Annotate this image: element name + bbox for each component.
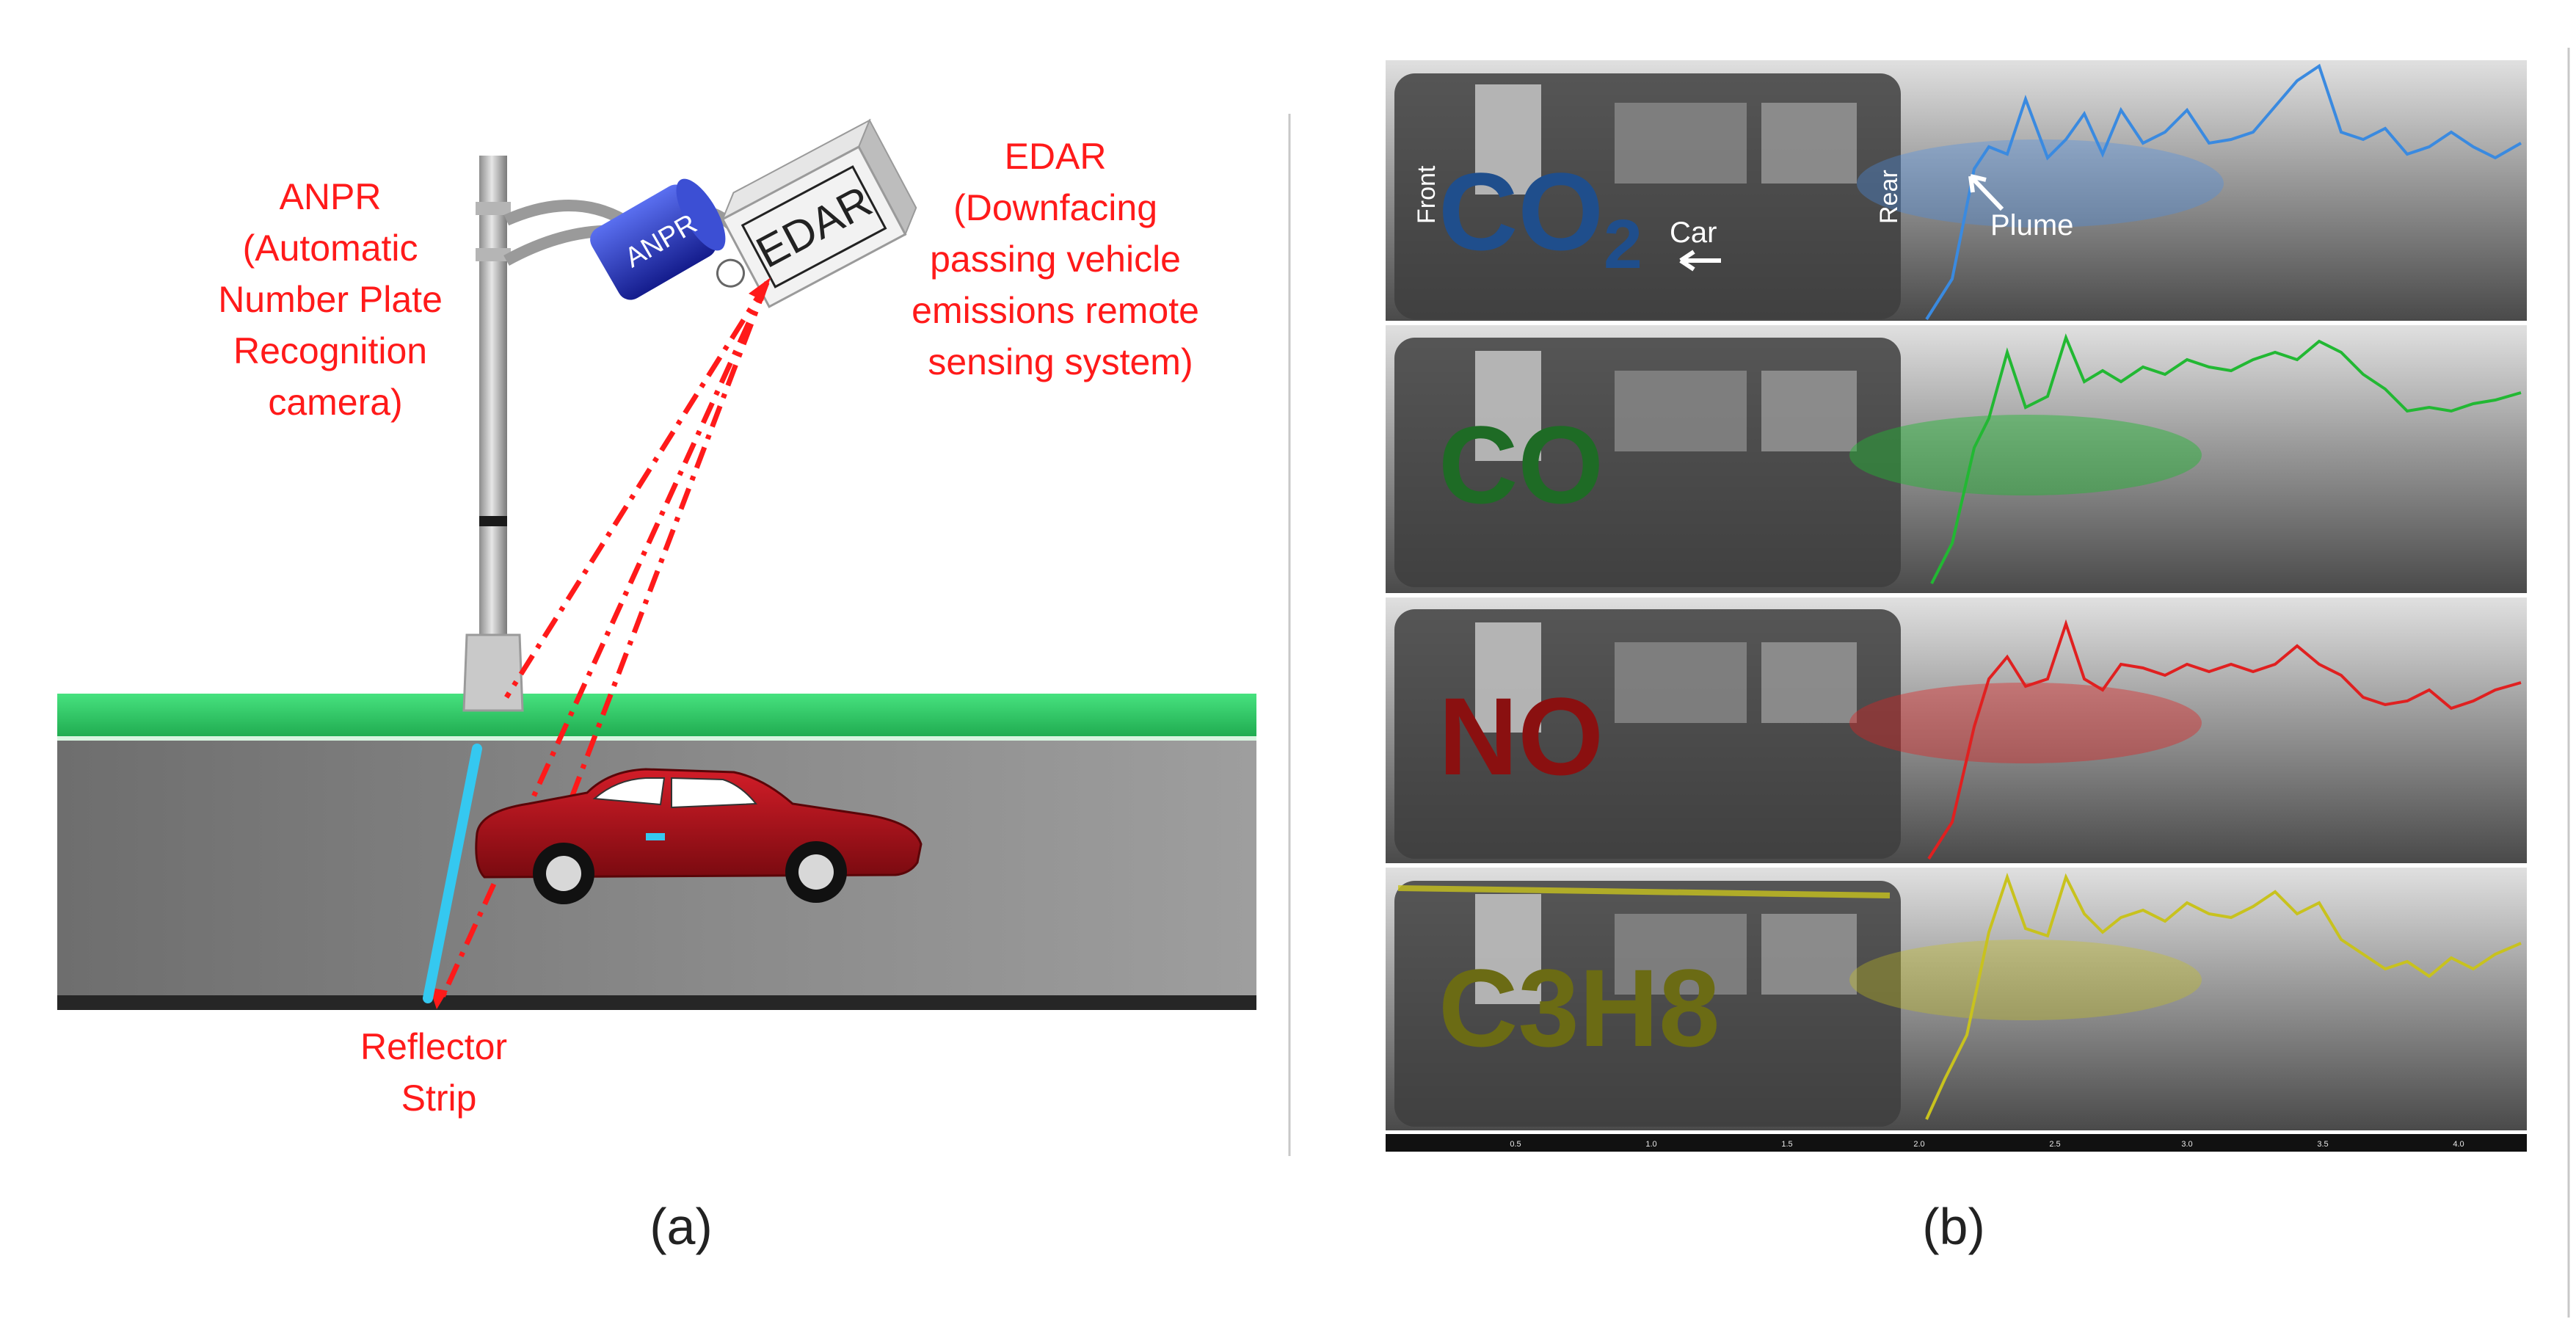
grass-strip [57, 694, 1256, 738]
x-tick: 0.5 [1510, 1140, 1521, 1149]
car [475, 768, 923, 904]
anpr-camera: ANPR [590, 178, 726, 300]
x-tick: 3.5 [2317, 1140, 2328, 1149]
gas-label-co: CO [1438, 403, 1604, 526]
gas-label-c3h8: C3H8 [1438, 946, 1720, 1069]
strip-co [1386, 325, 2527, 593]
x-axis-ticks: 0.5 1.0 1.5 2.0 2.5 3.0 3.5 4.0 [1510, 1140, 2464, 1149]
x-tick: 2.0 [1913, 1140, 1924, 1149]
panel-a: ANPR EDAR [57, 118, 1256, 1255]
panel-a-caption: (a) [650, 1198, 713, 1255]
x-tick: 1.0 [1645, 1140, 1656, 1149]
beam-arrowhead [749, 277, 771, 301]
x-tick: 2.5 [2049, 1140, 2060, 1149]
laser-beams [437, 281, 770, 1003]
edar-label: EDAR (Downfacing passing vehicle emissio… [912, 136, 1209, 382]
rear-label: Rear [1875, 170, 1903, 224]
front-label: Front [1413, 165, 1441, 224]
curb-line [57, 736, 1256, 741]
gas-label-no: NO [1438, 675, 1604, 798]
strip-c3h8 [1386, 868, 2527, 1130]
x-tick: 4.0 [2453, 1140, 2464, 1149]
plume-arrow [1968, 174, 2004, 211]
car-label: Car [1670, 217, 1717, 249]
reflector-label: Reflector Strip [360, 1026, 517, 1119]
gas-label-co2: CO2 [1438, 150, 1642, 283]
x-tick: 3.0 [2181, 1140, 2192, 1149]
x-tick: 1.5 [1781, 1140, 1792, 1149]
plume-label: Plume [1990, 209, 2073, 241]
panel-b: CO2 CO NO C3H8 Front Rear Car Plume 0.5 … [1386, 60, 2527, 1255]
strip-co2 [1386, 60, 2527, 321]
strip-no [1386, 597, 2527, 863]
edar-device: EDAR [716, 118, 917, 308]
car-direction-arrow [1679, 250, 1721, 272]
x-axis-bar [1386, 1134, 2527, 1152]
reflector-strip [423, 744, 482, 1003]
panel-b-caption: (b) [1922, 1198, 1985, 1255]
road-edge [57, 995, 1256, 1010]
anpr-label: ANPR (Automatic Number Plate Recognition… [218, 176, 453, 423]
